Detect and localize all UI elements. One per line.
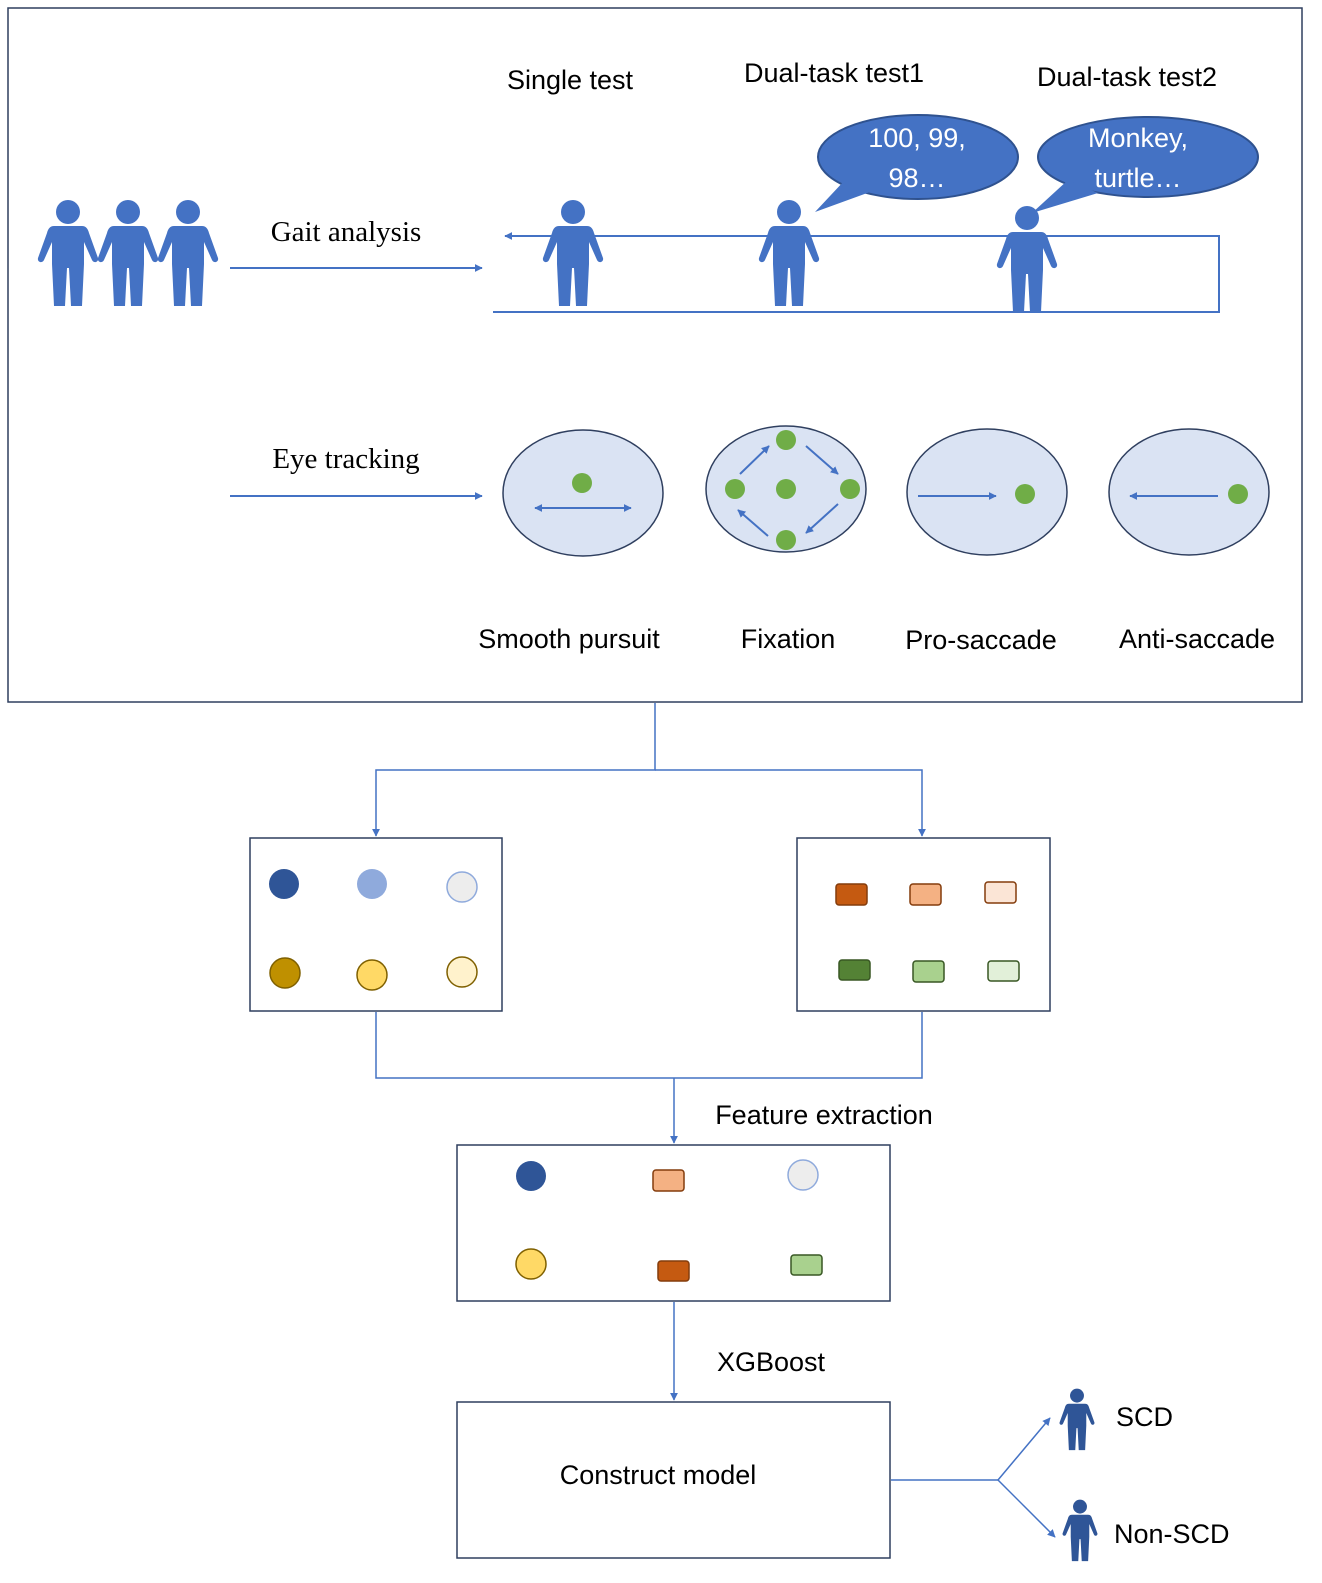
- construct-model-label: Construct model: [560, 1460, 757, 1490]
- feature-circle: [269, 957, 301, 989]
- pro-saccade-target: [906, 428, 1068, 556]
- feature-extraction-label: Feature extraction: [715, 1100, 933, 1130]
- feature-circle: [356, 959, 388, 991]
- selected-feature-circle: [516, 1161, 546, 1191]
- top-panel-frame: [7, 7, 1303, 703]
- feature-rect: [984, 881, 1017, 904]
- selected-feature-rect: [657, 1260, 690, 1282]
- split-connector: [372, 703, 926, 837]
- person-icon: [37, 200, 99, 306]
- bubble-naming-line2: turtle…: [1094, 163, 1181, 193]
- test-title-dual2: Dual-task test2: [1037, 62, 1217, 92]
- dual-task1-person-icon: [758, 200, 820, 306]
- eye-feature-box: [796, 837, 1051, 1012]
- selected-feature-rect: [652, 1169, 685, 1192]
- eye-task-label-anti-saccade: Anti-saccade: [1119, 624, 1275, 654]
- feature-rect: [912, 960, 945, 983]
- outcome-non-scd-label: Non-SCD: [1114, 1519, 1230, 1549]
- walkway: [493, 232, 1220, 313]
- bubble-counting-line1: 100, 99,: [868, 123, 966, 153]
- selected-feature-circle: [787, 1159, 819, 1191]
- feature-rect: [835, 883, 868, 906]
- feature-rect: [909, 883, 942, 906]
- xgboost-label: XGBoost: [717, 1347, 826, 1377]
- participants-group: [37, 200, 219, 306]
- dual-task2-person-icon: [996, 206, 1058, 312]
- eye-task-label-pro-saccade: Pro-saccade: [905, 625, 1057, 655]
- gait-analysis-label: Gait analysis: [271, 216, 422, 248]
- outcome-scd-label: SCD: [1116, 1402, 1173, 1432]
- feature-circle: [446, 956, 478, 988]
- bubble-counting-line2: 98…: [888, 163, 945, 193]
- non-scd-person-icon: [1062, 1499, 1098, 1562]
- feature-circle: [446, 871, 478, 903]
- feature-rect: [987, 960, 1020, 982]
- smooth-pursuit-target: [502, 429, 664, 557]
- feature-rect: [838, 959, 871, 981]
- merge-connector: [375, 1012, 923, 1144]
- test-title-single: Single test: [507, 65, 634, 95]
- selected-feature-circle: [515, 1248, 547, 1280]
- construct-model-box: [456, 1401, 891, 1559]
- scd-person-icon: [1059, 1388, 1095, 1451]
- speech-bubble-counting: 100, 99, 98…: [815, 114, 1019, 212]
- eye-task-label-smooth-pursuit: Smooth pursuit: [478, 624, 660, 654]
- eye-task-label-fixation: Fixation: [741, 624, 836, 654]
- selected-features-box: [456, 1144, 891, 1302]
- eye-tracking-label: Eye tracking: [272, 443, 419, 475]
- selected-feature-rect: [790, 1254, 823, 1276]
- bubble-naming-line1: Monkey,: [1088, 123, 1188, 153]
- single-test-person-icon: [542, 200, 604, 306]
- gait-feature-box: [249, 837, 503, 1012]
- feature-circle: [357, 869, 387, 899]
- feature-circle: [269, 869, 299, 899]
- person-icon: [157, 200, 219, 306]
- test-title-dual1: Dual-task test1: [744, 58, 924, 88]
- person-icon: [97, 200, 159, 306]
- output-branch: [891, 1417, 1056, 1538]
- fixation-target: [705, 425, 867, 553]
- speech-bubble-naming: Monkey, turtle…: [1032, 116, 1259, 213]
- anti-saccade-target: [1108, 428, 1270, 556]
